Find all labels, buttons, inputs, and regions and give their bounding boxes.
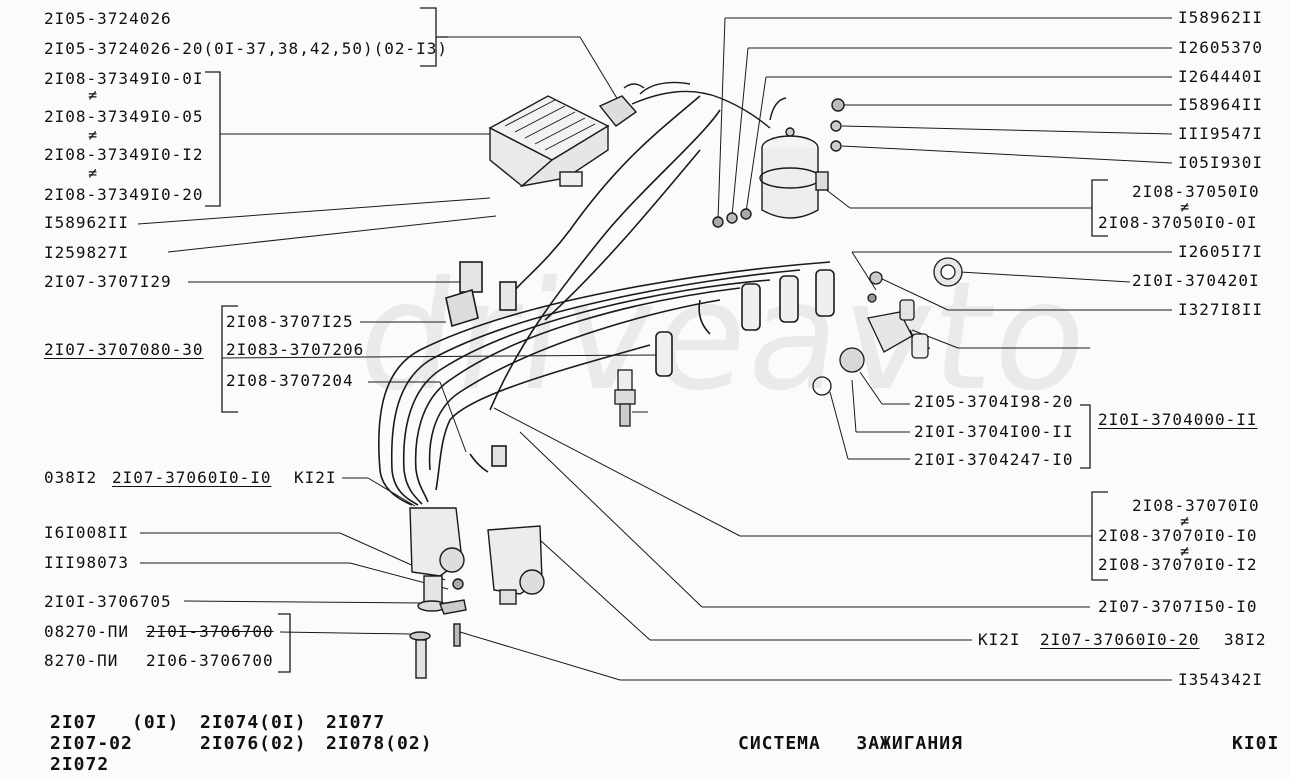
ignition-coil bbox=[712, 97, 845, 228]
label-part: 2I08-37349I0-05 bbox=[44, 107, 204, 126]
label-part: 2I08-37349I0-0I bbox=[44, 69, 204, 88]
label-part: I58964II bbox=[1178, 95, 1264, 114]
model-code: 2I07-02 bbox=[50, 733, 133, 754]
model-code: 2I078(02) bbox=[326, 733, 433, 754]
label-part: 2I07-3707I29 bbox=[44, 272, 172, 291]
label-assembly: 2I07-37060I0-I0 bbox=[112, 468, 272, 487]
neq-mark: ≠ bbox=[1180, 198, 1190, 216]
neq-mark: ≠ bbox=[88, 86, 98, 104]
label-assembly: 2I0I-3704000-II bbox=[1098, 410, 1258, 429]
label-part: KI2I bbox=[978, 630, 1021, 649]
label-part: 2I08-37349I0-I2 bbox=[44, 145, 204, 164]
label-assembly: 2I07-3707080-30 bbox=[44, 340, 204, 359]
label-part: 2I05-3724026 bbox=[44, 9, 172, 28]
label-part: KI2I bbox=[294, 468, 337, 487]
label-part: I327I8II bbox=[1178, 300, 1264, 319]
label-part: 38I2 bbox=[1224, 630, 1267, 649]
distributors bbox=[409, 507, 545, 679]
leader-lines bbox=[137, 17, 1173, 681]
label-part: 2I08-37349I0-20 bbox=[44, 185, 204, 204]
label-part: 2I05-3724026-20(0I-37,38,42,50)(02-I3) bbox=[44, 39, 449, 58]
label-part: I2605370 bbox=[1178, 38, 1264, 57]
label-part: I58962II bbox=[44, 213, 130, 232]
label-part: 2I08-37070I0-I2 bbox=[1098, 555, 1258, 574]
switch-unit bbox=[488, 81, 771, 188]
label-part: 2I08-3707204 bbox=[226, 371, 354, 390]
label-part: 2I08-37070I0-I0 bbox=[1098, 526, 1258, 545]
spark-plug bbox=[614, 369, 636, 427]
label-part: 2I0I-370420I bbox=[1132, 271, 1260, 290]
model-code: 2I074(0I) bbox=[200, 712, 307, 733]
label-part: 038I2 bbox=[44, 468, 98, 487]
label-part: I6I008II bbox=[44, 523, 130, 542]
page-code: KI0I bbox=[1232, 733, 1280, 754]
label-part: III9547I bbox=[1178, 124, 1264, 143]
model-code: (0I) bbox=[132, 712, 180, 733]
label-part: I354342I bbox=[1178, 670, 1264, 689]
label-part: 2I08-37050I0-0I bbox=[1098, 213, 1258, 232]
label-part: 2I0I-3706700 bbox=[146, 622, 274, 641]
neq-mark: ≠ bbox=[1180, 542, 1190, 560]
label-part: 08270-ПИ bbox=[44, 622, 130, 641]
label-part: 2I07-3707I50-I0 bbox=[1098, 597, 1258, 616]
label-part: I259827I bbox=[44, 243, 130, 262]
model-code: 2I077 bbox=[326, 712, 386, 733]
neq-mark: ≠ bbox=[88, 164, 98, 182]
model-code: 2I076(02) bbox=[200, 733, 307, 754]
label-part: 2I0I-3706705 bbox=[44, 592, 172, 611]
label-part: I05I930I bbox=[1178, 153, 1264, 172]
wires bbox=[377, 95, 835, 506]
model-code: 2I07 bbox=[50, 712, 98, 733]
label-part: 2I0I-3704247-I0 bbox=[914, 450, 1074, 469]
label-part: I264440I bbox=[1178, 67, 1264, 86]
label-part: 8270-ПИ bbox=[44, 651, 119, 670]
label-part: I58962II bbox=[1178, 8, 1264, 27]
label-part: 2I06-3706700 bbox=[146, 651, 274, 670]
ignition-switch bbox=[812, 257, 963, 396]
label-part: III98073 bbox=[44, 553, 130, 572]
section-title: СИСТЕМА ЗАЖИГАНИЯ bbox=[738, 733, 963, 754]
neq-mark: ≠ bbox=[1180, 512, 1190, 530]
model-code: 2I072 bbox=[50, 754, 110, 775]
neq-mark: ≠ bbox=[88, 126, 98, 144]
label-part: 2I05-3704I98-20 bbox=[914, 392, 1074, 411]
label-part: 2I08-37070I0 bbox=[1132, 496, 1260, 515]
label-part: 2I08-37050I0 bbox=[1132, 182, 1260, 201]
label-assembly: 2I07-37060I0-20 bbox=[1040, 630, 1200, 649]
label-part: I2605I7I bbox=[1178, 242, 1264, 261]
label-part: 2I0I-3704I00-II bbox=[914, 422, 1074, 441]
label-part: 2I08-3707I25 bbox=[226, 312, 354, 331]
label-part: 2I083-3707206 bbox=[226, 340, 365, 359]
